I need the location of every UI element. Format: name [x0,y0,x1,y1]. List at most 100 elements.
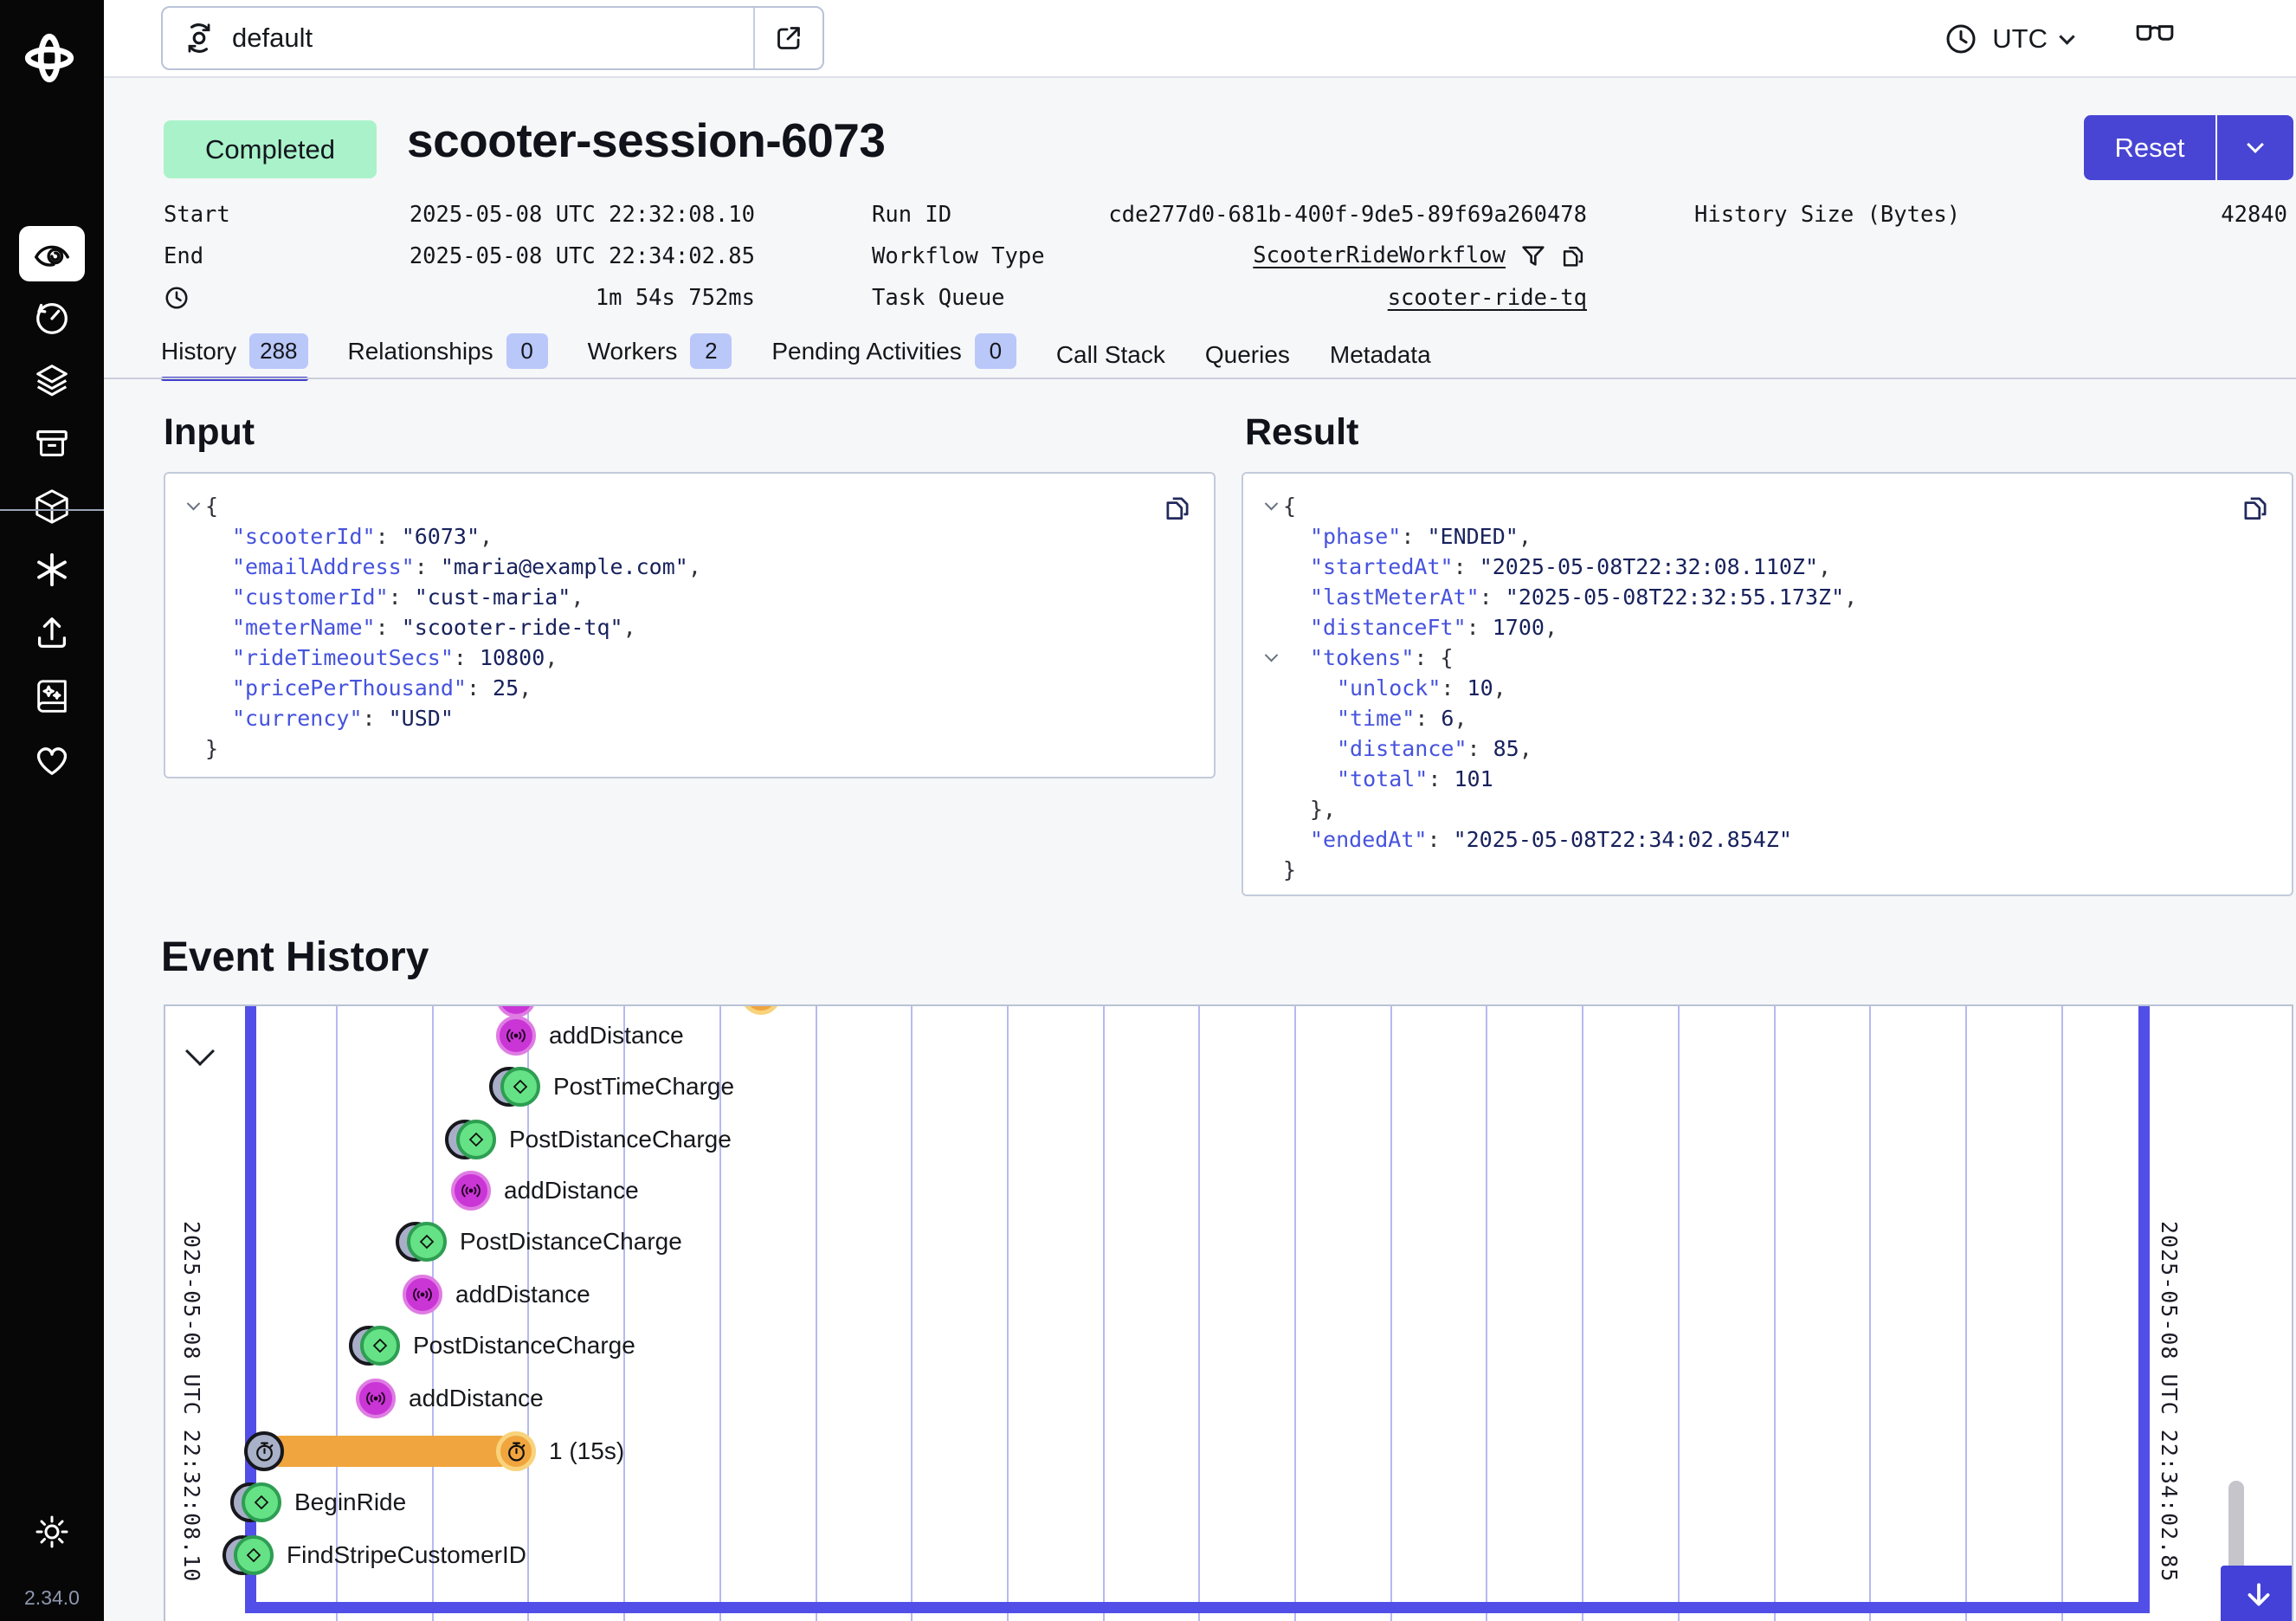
json-line: "lastMeterAt": "2025-05-08T22:32:55.173Z… [1259,582,2269,612]
status-badge: Completed [164,120,377,178]
json-gutter [1259,496,1283,511]
task-queue-link[interactable]: scooter-ride-tq [1387,285,1587,311]
workflows-icon [19,225,85,281]
namespace-current[interactable]: default [163,8,753,68]
timer-start-marker[interactable] [244,1431,284,1471]
meta-row-duration: 1m 54s 752ms [164,277,755,319]
tab-bar-divider [104,378,2296,379]
meta-row-task-queue: Task Queue scooter-ride-tq [872,285,1587,311]
copy-icon[interactable] [2240,493,2271,524]
scroll-to-bottom-button[interactable] [2221,1566,2292,1621]
json-line: "currency": "USD" [181,703,1191,733]
reset-button[interactable]: Reset [2084,115,2215,180]
json-text: "unlock": 10, [1337,675,1506,701]
collapse-chevron-icon[interactable] [1264,496,1278,511]
meta-row-workflow-type: Workflow Type ScooterRideWorkflow [872,236,1587,277]
event-label: BeginRide [294,1489,407,1515]
chevron-down-icon [2247,136,2264,153]
json-line: "startedAt": "2025-05-08T22:32:08.110Z", [1259,552,2269,582]
collapse-chevron-icon[interactable] [1264,648,1278,662]
json-text: "rideTimeoutSecs": 10800, [232,645,558,670]
timer-duration-bar[interactable] [264,1436,516,1467]
sidebar-item-archive[interactable] [0,411,104,475]
namespace-selector[interactable]: default [161,6,824,70]
arrow-down-icon [2242,1579,2275,1612]
activity-event-marker[interactable] [456,1120,496,1159]
json-line: "pricePerThousand": 25, [181,673,1191,703]
input-json-panel: {"scooterId": "6073","emailAddress": "ma… [164,472,1216,778]
event-history-timeline: 2025-05-08 UTC 22:32:08.10 2025-05-08 UT… [164,1004,2293,1621]
sidebar-item-docs[interactable] [0,664,104,727]
sidebar-item-feedback[interactable] [0,727,104,791]
activity-event-marker[interactable] [234,1535,274,1575]
meta-column-history-size: History Size (Bytes) 42840 [1694,194,2287,236]
meta-row-run-id: Run ID cde277d0-681b-400f-9de5-89f69a260… [872,202,1587,228]
topbar: default UTC [104,0,2296,78]
tab-label: Call Stack [1055,341,1165,368]
timeline-gridline [816,1006,817,1621]
event-label: 1 (15s) [549,1437,625,1464]
namespace-open-button[interactable] [753,8,822,68]
json-line: "scooterId": "6073", [181,521,1191,552]
timeline-end-bar [2138,1006,2150,1613]
event-label: addDistance [409,1385,544,1411]
temporal-logo-icon[interactable] [21,28,78,88]
theme-toggle[interactable] [0,1500,104,1563]
timeline-gridline [1007,1006,1009,1621]
reset-menu-button[interactable] [2217,115,2293,180]
activity-event-marker[interactable] [500,1067,540,1107]
result-json-panel: {"phase": "ENDED","startedAt": "2025-05-… [1242,472,2293,896]
layers-icon [19,352,85,408]
timeline-scrollbar-thumb[interactable] [2228,1481,2244,1578]
timeline-gridline [1869,1006,1871,1621]
tab-queries[interactable]: Queries [1205,341,1290,379]
sidebar-item-nexus[interactable] [0,538,104,601]
json-line: "rideTimeoutSecs": 10800, [181,643,1191,673]
filter-icon[interactable] [1519,242,1547,270]
sidebar-item-import[interactable] [0,601,104,664]
external-link-icon [773,23,804,54]
activity-event-marker[interactable] [242,1482,281,1522]
timeline-gridline [1774,1006,1776,1621]
activity-event-marker[interactable] [360,1326,400,1366]
collapse-chevron-icon[interactable] [186,496,200,511]
sidebar-item-namespaces[interactable] [0,475,104,538]
workflow-type-link[interactable]: ScooterRideWorkflow [1253,242,1506,268]
glasses-icon [2135,21,2175,47]
timer-event-marker-partial[interactable] [741,1006,781,1015]
timeline-gridline [1486,1006,1487,1621]
archive-icon [19,416,85,471]
timeline-collapse-chevron-icon[interactable] [185,1037,215,1066]
json-line: } [1259,855,2269,885]
json-line: "emailAddress": "maria@example.com", [181,552,1191,582]
timezone-selector[interactable]: UTC [1944,0,2075,78]
timer-end-marker[interactable] [496,1431,536,1471]
sidebar-item-deployments[interactable] [0,348,104,411]
timeline-start-timestamp: 2025-05-08 UTC 22:32:08.10 [179,1221,204,1583]
sidebar-item-schedules[interactable] [0,285,104,348]
json-text: "tokens": { [1310,645,1454,670]
copy-icon[interactable] [1162,493,1193,524]
tab-metadata[interactable]: Metadata [1330,341,1431,379]
signal-event-marker[interactable] [451,1171,491,1211]
signal-event-marker[interactable] [403,1275,442,1314]
labs-mode-toggle[interactable] [2135,21,2175,47]
json-line: }, [1259,794,2269,824]
activity-event-marker[interactable] [407,1222,447,1262]
heart-icon [19,732,85,787]
json-line: "meterName": "scooter-ride-tq", [181,612,1191,643]
json-gutter [1259,648,1283,662]
timeline-gridline [623,1006,625,1621]
sidebar-item-workflows[interactable] [0,222,104,285]
tab-call-stack[interactable]: Call Stack [1056,341,1165,379]
signal-event-marker[interactable] [496,1016,536,1056]
json-line: "tokens": { [1259,643,2269,673]
event-label: PostDistanceCharge [509,1126,732,1153]
meta-row-end: End 2025-05-08 UTC 22:34:02.85 [164,243,755,269]
copy-icon[interactable] [1559,242,1587,270]
signal-event-marker[interactable] [356,1379,396,1418]
